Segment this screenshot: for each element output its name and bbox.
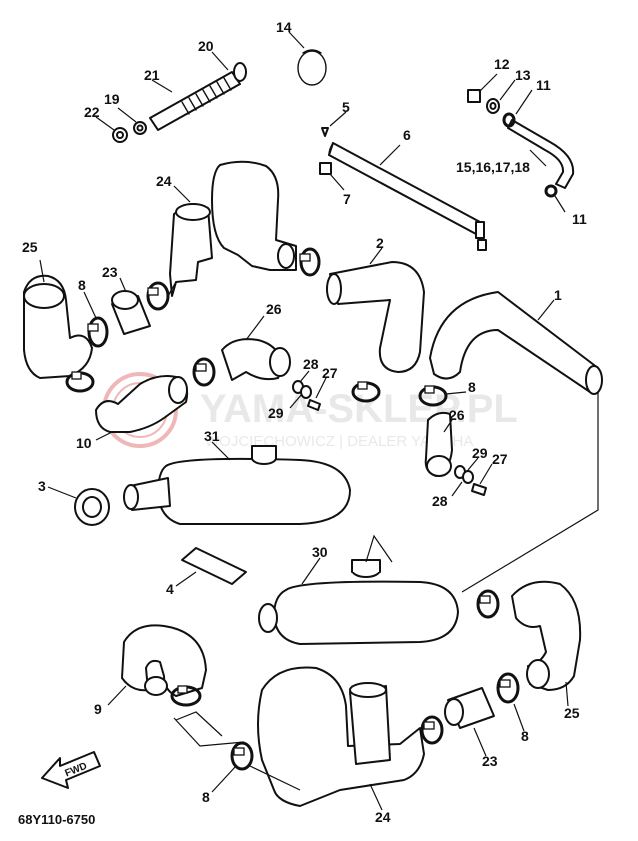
- part-5-screw: [321, 127, 329, 137]
- part-11-clamp-lower: [544, 184, 558, 198]
- clamp-part-8-right: [418, 385, 448, 407]
- callout-7: 7: [343, 191, 351, 207]
- callout-29-right: 29: [472, 445, 488, 461]
- drawing-code: 68Y110-6750: [18, 812, 95, 827]
- callout-26-left: 26: [266, 301, 282, 317]
- callout-27-right: 27: [492, 451, 508, 467]
- part-26-elbow-right: [424, 411, 453, 477]
- part-10-hose: [95, 375, 189, 433]
- part-25-elbow-lower: [511, 580, 582, 691]
- callout-4: 4: [166, 581, 174, 597]
- callout-8-lower-right: 8: [521, 728, 529, 744]
- callout-25-upper: 25: [22, 239, 38, 255]
- part-22-washer: [112, 127, 128, 143]
- fasteners-27-29-left: [292, 380, 321, 411]
- callout-26-right: 26: [449, 407, 465, 423]
- fasteners-27-29-right: [454, 465, 487, 496]
- callout-6: 6: [403, 127, 411, 143]
- callout-5: 5: [342, 99, 350, 115]
- part-14-clip: [297, 49, 327, 86]
- part-23-sleeve-upper: [111, 290, 151, 335]
- callout-28-right: 28: [432, 493, 448, 509]
- callout-24-upper: 24: [156, 173, 172, 189]
- part-19-oring: [133, 121, 147, 135]
- callout-11-lower: 11: [572, 211, 587, 227]
- callout-1: 1: [554, 287, 562, 303]
- fwd-arrow-icon: FWD: [41, 751, 101, 789]
- watermark-title: YAMA-SKLEP.PL: [200, 387, 518, 431]
- callout-27-left: 27: [322, 365, 338, 381]
- callout-15-18: 15,16,17,18: [456, 159, 530, 175]
- watermark: YAMA-SKLEP.PL WOJCIECHOWICZ | DEALER YAM…: [102, 372, 518, 450]
- clamp-left-of-23-lower: [420, 715, 444, 745]
- callout-29-left: 29: [268, 405, 284, 421]
- callout-9: 9: [94, 701, 102, 717]
- clamp-near-10: [65, 371, 95, 393]
- part-9-hose: [121, 624, 207, 697]
- callout-30: 30: [312, 544, 328, 560]
- clamp-part-8-lower-right: [496, 672, 520, 704]
- part-13-washer: [486, 98, 500, 114]
- callout-11-upper: 11: [536, 77, 551, 93]
- callout-13: 13: [515, 67, 531, 83]
- callout-10: 10: [76, 435, 92, 451]
- callout-25-lower: 25: [564, 705, 580, 721]
- callout-31: 31: [204, 428, 220, 444]
- callout-8-upper-left: 8: [78, 277, 86, 293]
- clamp-left-of-25-lower: [476, 589, 500, 619]
- part-11-clamp-upper: [502, 112, 516, 128]
- part-26-elbow-left: [221, 338, 291, 381]
- part-4-pad: [181, 547, 247, 585]
- part-23-sleeve-lower: [444, 687, 495, 729]
- clamp-upper-right-of-24: [299, 247, 321, 277]
- clamp-near-9: [170, 685, 202, 707]
- part-25-elbow-upper: [23, 274, 93, 379]
- part-20-21-drain-assembly: [149, 62, 247, 131]
- leader-lines: [39, 31, 569, 811]
- callout-28-left: 28: [303, 356, 319, 372]
- callout-20: 20: [198, 38, 214, 54]
- callout-8-bottom-left: 8: [202, 789, 210, 805]
- clamp-under-pipe-2: [351, 381, 381, 403]
- callout-23-upper: 23: [102, 264, 118, 280]
- callout-22: 22: [84, 104, 100, 120]
- assembly-lines: [173, 392, 599, 791]
- part-6-strap: [328, 142, 487, 251]
- part-24-chamber-lower: [257, 666, 425, 807]
- callout-19: 19: [104, 91, 120, 107]
- part-7-nut: [319, 162, 332, 175]
- clamp-part-8-upper-left: [87, 316, 109, 348]
- part-30-muffler: [258, 559, 459, 645]
- part-31-muffler: [123, 445, 351, 525]
- callout-labels: 20 21 19 22 14 5 6 7 12 13 11 15,16,17,1…: [22, 19, 587, 825]
- clamp-right-of-23-upper: [146, 281, 170, 311]
- callout-8-right: 8: [468, 379, 476, 395]
- clamp-part-8-bottom-left: [230, 741, 254, 771]
- part-1-pipe: [429, 291, 603, 395]
- part-12-plug: [467, 89, 481, 103]
- part-24-chamber-upper: [167, 160, 297, 297]
- clamp-left-of-26: [192, 357, 216, 387]
- callout-3: 3: [38, 478, 46, 494]
- callout-24-lower: 24: [375, 809, 391, 825]
- callout-12: 12: [494, 56, 510, 72]
- part-2-pipe: [326, 261, 425, 373]
- part-3-grommet: [74, 488, 110, 526]
- callout-2: 2: [376, 235, 384, 251]
- part-15-18-hose: [507, 119, 575, 189]
- callout-14: 14: [276, 19, 292, 35]
- callout-21: 21: [144, 67, 160, 83]
- callout-23-lower: 23: [482, 753, 498, 769]
